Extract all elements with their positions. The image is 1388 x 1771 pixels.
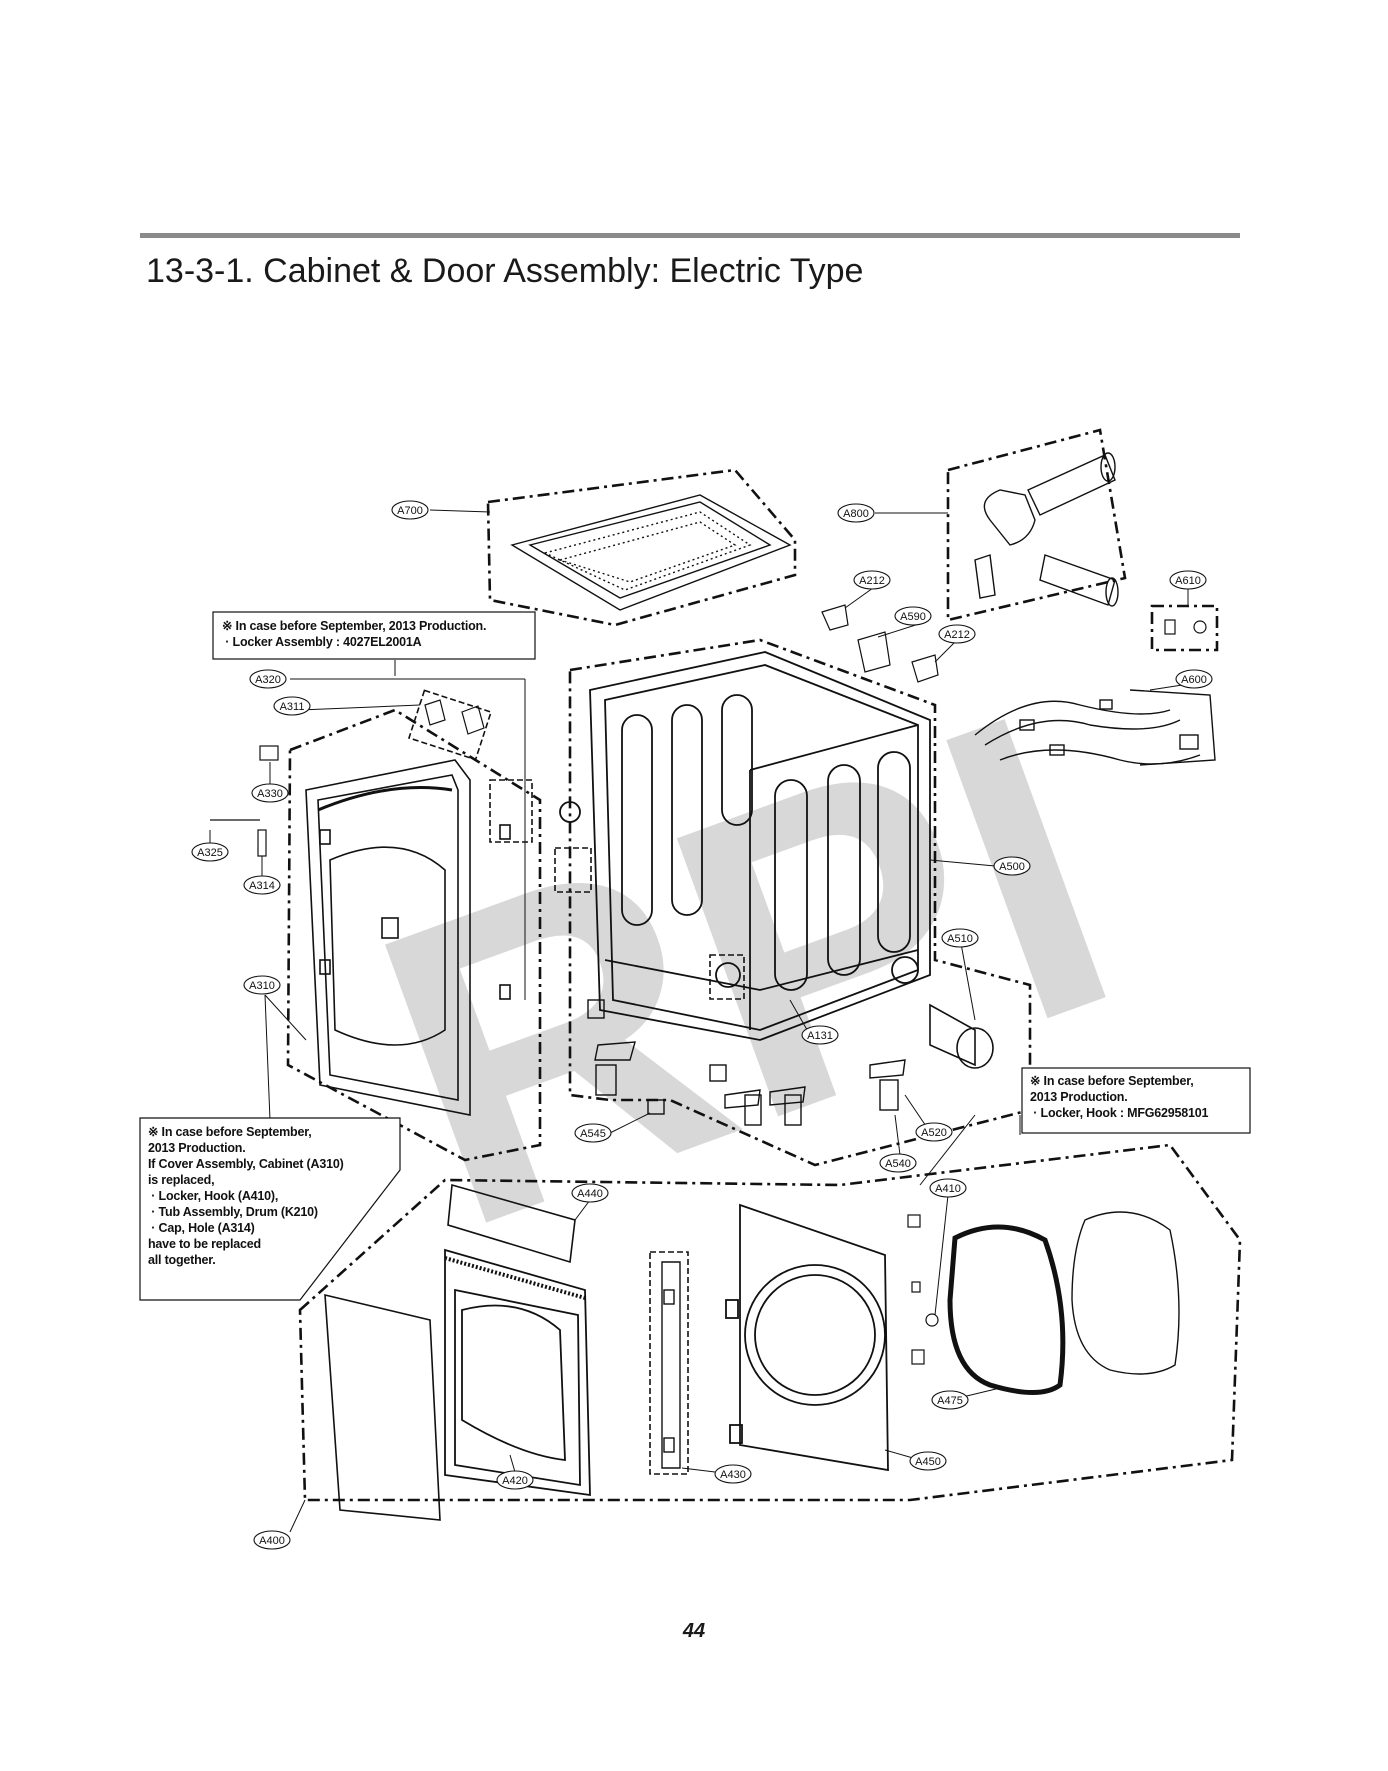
label-a440: A440 xyxy=(571,1183,609,1203)
svg-text:A520: A520 xyxy=(921,1127,947,1139)
svg-text:A314: A314 xyxy=(249,880,275,892)
svg-text:A545: A545 xyxy=(580,1128,606,1140)
svg-text:A600: A600 xyxy=(1181,674,1207,686)
note-cover-assembly: ※ In case before September, 2013 Product… xyxy=(148,1125,344,1267)
label-a545: A545 xyxy=(574,1123,612,1143)
leader-lines xyxy=(209,509,1196,1533)
svg-text:A430: A430 xyxy=(720,1469,746,1481)
note-locker-assembly: ※ In case before September, 2013 Product… xyxy=(222,619,487,649)
label-a420: A420 xyxy=(496,1470,534,1490)
svg-text:A540: A540 xyxy=(885,1158,911,1170)
label-a590: A590 xyxy=(894,606,932,626)
label-a610: A610 xyxy=(1169,570,1207,590)
watermark: RPI xyxy=(326,623,1164,1319)
small-dashed-boxes xyxy=(407,689,745,1475)
label-a330: A330 xyxy=(251,783,289,803)
svg-text:A700: A700 xyxy=(397,505,423,517)
svg-text:A212: A212 xyxy=(859,575,885,587)
a440-strip xyxy=(447,1183,576,1264)
group-a700 xyxy=(486,468,797,627)
svg-text:A131: A131 xyxy=(807,1030,833,1042)
svg-text:A590: A590 xyxy=(900,611,926,623)
main-cabinet xyxy=(559,651,931,1041)
a450-door-frame xyxy=(725,1203,889,1472)
note2-box xyxy=(139,1117,401,1301)
group-a800 xyxy=(946,428,1127,622)
watermark-text: RPI xyxy=(326,623,1164,1319)
label-a410: A410 xyxy=(929,1178,967,1198)
a330-part xyxy=(259,745,279,761)
svg-text:A410: A410 xyxy=(935,1183,961,1195)
top-plate-part xyxy=(510,494,792,611)
label-a540: A540 xyxy=(879,1153,917,1173)
label-a430: A430 xyxy=(714,1464,752,1484)
label-a450: A450 xyxy=(909,1451,947,1471)
svg-text:A475: A475 xyxy=(937,1395,963,1407)
label-a212-bottom: A212 xyxy=(938,624,976,644)
svg-text:A420: A420 xyxy=(502,1475,528,1487)
svg-text:A440: A440 xyxy=(577,1188,603,1200)
bracket-parts xyxy=(821,604,939,683)
a400-door-cover xyxy=(324,1293,441,1521)
note-boxes xyxy=(139,611,1251,1301)
group-a400 xyxy=(298,1143,1242,1502)
a410-parts xyxy=(907,1214,939,1365)
page-title: 13-3-1. Cabinet & Door Assembly: Electri… xyxy=(146,252,864,290)
title-rule xyxy=(140,233,1240,238)
label-a311: A311 xyxy=(273,696,311,716)
a510-duct xyxy=(929,1003,994,1069)
label-a510: A510 xyxy=(941,928,979,948)
group-a610 xyxy=(1150,604,1219,652)
door-glass xyxy=(1071,1211,1180,1375)
svg-text:A310: A310 xyxy=(249,980,275,992)
label-a600: A600 xyxy=(1175,669,1213,689)
label-a800: A800 xyxy=(837,503,875,523)
a430-column xyxy=(661,1261,681,1469)
leveling-feet xyxy=(587,999,906,1126)
label-a520: A520 xyxy=(915,1122,953,1142)
label-a131: A131 xyxy=(801,1025,839,1045)
svg-text:A800: A800 xyxy=(843,508,869,520)
svg-text:A330: A330 xyxy=(257,788,283,800)
label-a475: A475 xyxy=(931,1390,969,1410)
a311-parts xyxy=(424,699,485,735)
svg-text:A320: A320 xyxy=(255,674,281,686)
svg-text:A400: A400 xyxy=(259,1535,285,1547)
svg-text:A325: A325 xyxy=(197,847,223,859)
a420-door-frame xyxy=(444,1248,591,1497)
svg-text:A212: A212 xyxy=(944,629,970,641)
duct-parts xyxy=(974,452,1119,607)
group-a310 xyxy=(286,708,542,1162)
a475-gasket xyxy=(947,1224,1066,1395)
label-a320: A320 xyxy=(249,669,287,689)
a610-parts xyxy=(1164,619,1207,635)
page-number: 44 xyxy=(682,1620,706,1642)
svg-text:A450: A450 xyxy=(915,1456,941,1468)
note3-box xyxy=(1021,1067,1251,1134)
label-a500: A500 xyxy=(993,856,1031,876)
label-a212-top: A212 xyxy=(853,570,891,590)
label-a310: A310 xyxy=(243,975,281,995)
label-a400: A400 xyxy=(253,1530,291,1550)
svg-text:A510: A510 xyxy=(947,933,973,945)
front-cabinet-panel xyxy=(305,759,511,1116)
svg-text:A311: A311 xyxy=(280,701,305,713)
wire-harness xyxy=(974,689,1216,766)
label-a325: A325 xyxy=(191,842,229,862)
part-labels: A700 A800 A212 A590 A212 A610 A600 A320 … xyxy=(191,500,1213,1550)
a314-cap xyxy=(257,829,267,857)
svg-text:A610: A610 xyxy=(1175,575,1201,587)
label-a700: A700 xyxy=(391,500,429,520)
note1-box xyxy=(212,611,536,660)
label-a314: A314 xyxy=(243,875,281,895)
svg-text:A500: A500 xyxy=(999,861,1025,873)
note-locker-hook: ※ In case before September, 2013 Product… xyxy=(1030,1074,1209,1120)
